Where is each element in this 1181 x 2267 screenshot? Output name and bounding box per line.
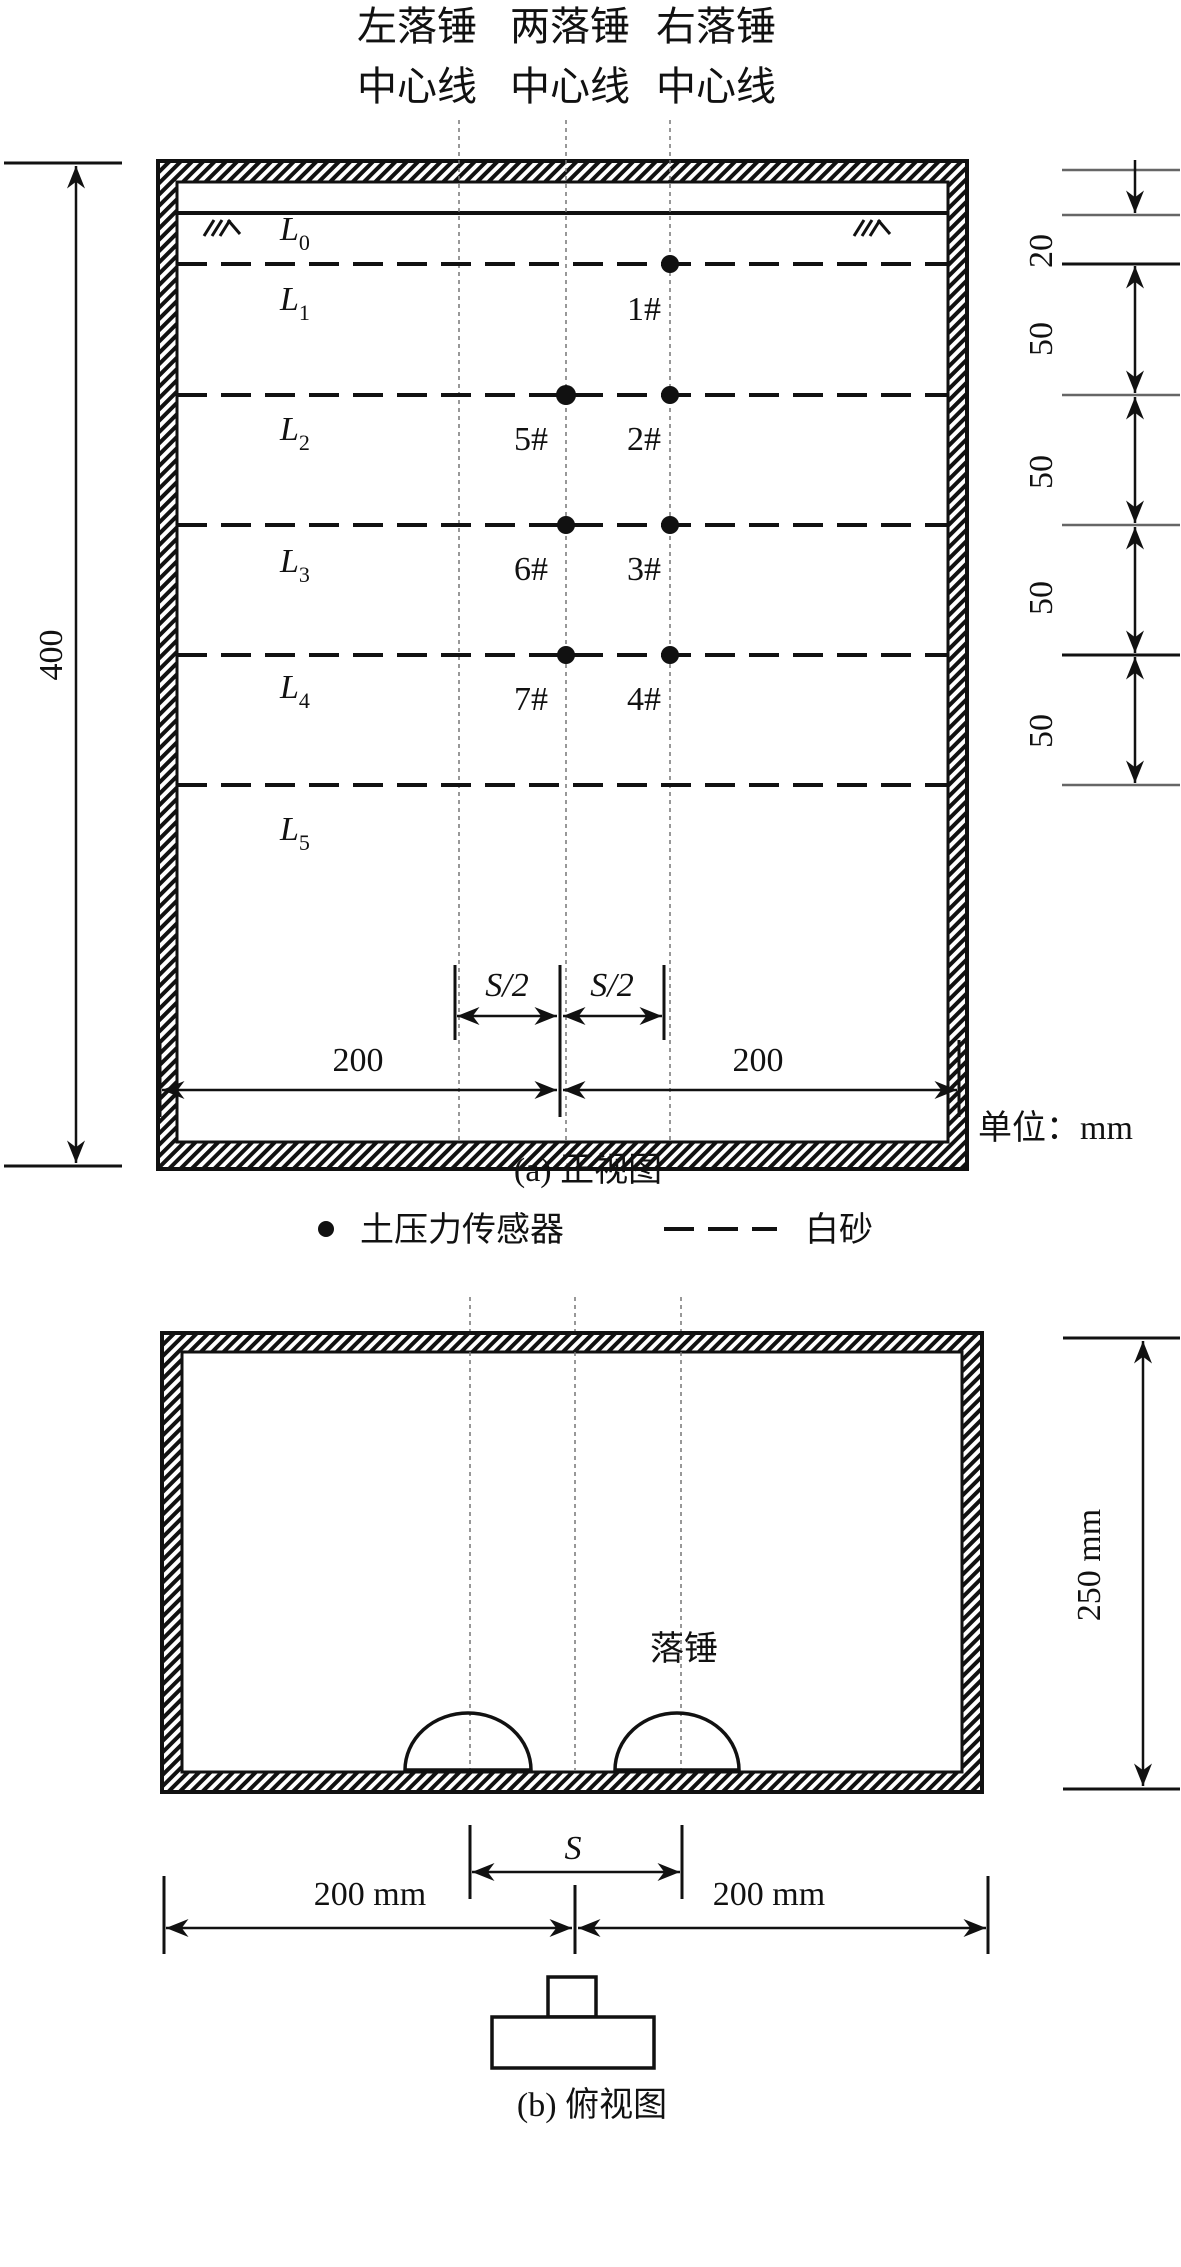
half-spacing-right: S/2 [590,967,633,1004]
height-dimension-label: 400 [33,630,70,681]
top-height-label: 250 mm [1071,1509,1108,1621]
dim-20: 20 [1023,234,1060,268]
dim-50-d: 50 [1023,714,1060,748]
hammer-label: 落锤 [650,1630,718,1668]
top-view-caption: (b) 俯视图 [517,2086,667,2124]
layer-label-L1: L1 [279,281,310,325]
layer-label-L5: L5 [279,811,310,855]
layer-thickness-dimensions: 20 50 50 50 50 [1023,160,1180,787]
dim-50-c: 50 [1023,581,1060,615]
right-hammer-label-2: 中心线 [656,64,776,109]
sensor-6-dot [557,516,575,534]
sensor-2-dot [661,386,679,404]
sensor-4-dot [661,646,679,664]
left-hammer-label: 左落锤 [357,4,477,49]
sensor-7-label: 7# [514,681,548,718]
drop-hammer-device-icon [490,1975,656,2070]
sensor-4-label: 4# [627,681,661,718]
unit-label: 单位：mm [978,1109,1133,1147]
right-hammer-label: 右落锤 [656,4,776,49]
top-width-right: 200 mm [713,1876,825,1913]
dim-50-b: 50 [1023,455,1060,489]
sand-layer-lines [177,262,948,787]
layer-label-L4: L4 [279,669,310,713]
sensor-7-dot [557,646,575,664]
width-left: 200 [333,1042,384,1079]
ground-symbol-left [202,219,242,237]
dim-50-a: 50 [1023,322,1060,356]
height-dimension-400: 400 [4,161,122,1168]
sensor-3-dot [661,516,679,534]
sensor-3-label: 3# [627,551,661,588]
sand-legend-label: 白砂 [805,1211,873,1249]
sensor-legend-label: 土压力传感器 [360,1211,564,1249]
width-right: 200 [733,1042,784,1079]
both-hammer-label: 两落锤 [510,4,630,49]
sensor-legend-icon [318,1221,334,1237]
layer-label-L2: L2 [279,411,310,455]
top-box-interior [180,1350,964,1774]
sensor-1-label: 1# [627,291,661,328]
sensor-1-dot [661,255,679,273]
top-width-dimensions: S 200 mm 200 mm [162,1825,990,1954]
sensor-2-label: 2# [627,421,661,458]
right-hammer-shape [613,1711,741,1772]
ground-symbol-right [852,219,892,237]
left-hammer-label-2: 中心线 [357,64,477,109]
both-hammer-label-2: 中心线 [510,64,630,109]
layer-labels: L0 L1 L2 L3 L4 L5 [279,211,310,855]
pressure-sensors: 1# 2# 3# 4# 5# 6# 7# [514,255,679,718]
spacing-label: S [565,1830,582,1867]
sensor-5-dot [556,385,576,405]
top-view: 落锤 250 mm S 200 mm 200 mm (b) 俯视图 [160,1297,1180,2124]
left-hammer-shape [403,1711,533,1772]
half-spacing-left: S/2 [485,967,528,1004]
front-view-caption: (a) 正视图 [514,1152,662,1189]
layer-label-L3: L3 [279,543,310,587]
legend: 土压力传感器 白砂 [318,1211,873,1249]
centerline-labels: 左落锤 中心线 两落锤 中心线 右落锤 中心线 [357,4,776,109]
front-width-dimensions: S/2 S/2 200 200 单位：mm [158,965,1133,1147]
top-height-dimension: 250 mm [1063,1336,1180,1791]
top-width-left: 200 mm [314,1876,426,1913]
layer-label-L0: L0 [279,211,310,255]
front-view: 左落锤 中心线 两落锤 中心线 右落锤 中心线 L0 L1 [4,4,1180,1189]
sensor-5-label: 5# [514,421,548,458]
sensor-6-label: 6# [514,551,548,588]
